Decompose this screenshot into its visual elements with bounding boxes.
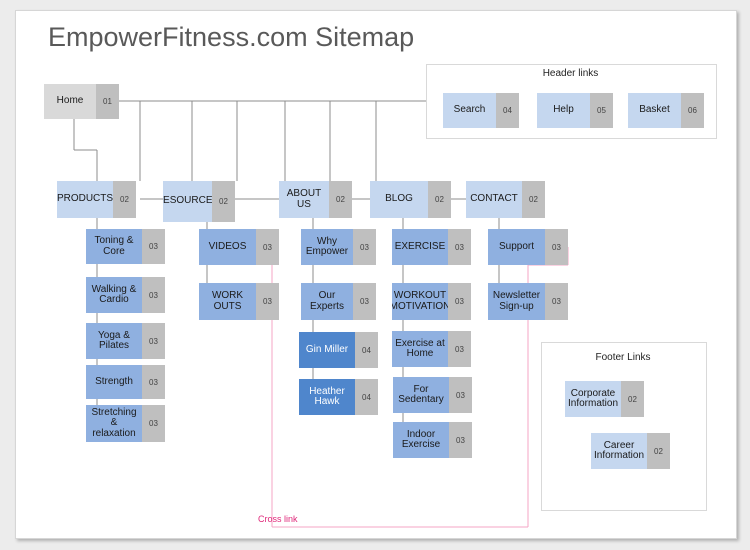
node-stretching-label: Stretching & relaxation: [86, 405, 142, 442]
node-experts-number: 03: [353, 283, 376, 320]
node-corporate-label: Corporate Information: [565, 381, 621, 417]
node-help-number: 05: [590, 93, 613, 128]
node-strength-label: Strength: [86, 365, 142, 399]
node-exercise-label: EXERCISE: [392, 229, 448, 265]
diagram-title: EmpowerFitness.com Sitemap: [48, 22, 415, 52]
node-search-label: Search: [443, 93, 496, 128]
footer-links-group: [541, 342, 707, 511]
node-home-number: 01: [96, 84, 119, 119]
node-basket-label: Basket: [628, 93, 681, 128]
node-toning-label: Toning & Core: [86, 229, 142, 264]
node-sedentary-number: 03: [449, 377, 472, 413]
node-yoga-number: 03: [142, 323, 165, 359]
node-indoor-number: 03: [449, 422, 472, 458]
node-videos-number: 03: [256, 229, 279, 265]
node-why-number: 03: [353, 229, 376, 265]
node-career-label: Career Information: [591, 433, 647, 469]
node-blog-number: 02: [428, 181, 451, 218]
node-newsletter-number: 03: [545, 283, 568, 320]
header-links-title: Header links: [542, 68, 599, 79]
node-heather-label: Heather Hawk: [299, 379, 355, 415]
node-indoor-label: Indoor Exercise: [393, 422, 449, 458]
node-heather-number: 04: [355, 379, 378, 415]
node-help-label: Help: [537, 93, 590, 128]
node-home-label: Home: [44, 84, 96, 119]
node-motivation-number: 03: [448, 283, 471, 320]
node-videos-label: VIDEOS: [199, 229, 256, 265]
node-resources-number: 02: [212, 181, 235, 222]
node-support-number: 03: [545, 229, 568, 265]
node-experts-label: Our Experts: [301, 283, 353, 320]
node-about-label: ABOUT US: [279, 181, 329, 218]
cross-link-label: Cross link: [258, 514, 298, 524]
footer-links-title: Footer Links: [595, 352, 651, 363]
node-resources-label: RESOURCES: [163, 181, 212, 222]
node-walking-number: 03: [142, 277, 165, 313]
node-search-number: 04: [496, 93, 519, 128]
node-newsletter-label: Newsletter Sign-up: [488, 283, 545, 320]
node-corporate-number: 02: [621, 381, 644, 417]
node-stretching-number: 03: [142, 405, 165, 442]
node-about-number: 02: [329, 181, 352, 218]
node-walking-label: Walking & Cardio: [86, 277, 142, 313]
node-products-number: 02: [113, 181, 136, 218]
node-athome-label: Exercise at Home: [392, 331, 448, 367]
node-products-label: PRODUCTS: [57, 181, 113, 218]
node-contact-number: 02: [522, 181, 545, 218]
node-why-label: Why Empower: [301, 229, 353, 265]
node-career-number: 02: [647, 433, 670, 469]
node-resources: RESOURCES02: [163, 181, 235, 222]
node-blog-label: BLOG: [370, 181, 428, 218]
node-gin-number: 04: [355, 332, 378, 368]
node-support-label: Support: [488, 229, 545, 265]
node-exercise-number: 03: [448, 229, 471, 265]
node-strength-number: 03: [142, 365, 165, 399]
node-workouts-label: WORK OUTS: [199, 283, 256, 320]
node-sedentary-label: For Sedentary: [393, 377, 449, 413]
node-motivation-label: WORKOUT MOTIVATION: [392, 283, 448, 320]
node-contact-label: CONTACT: [466, 181, 522, 218]
node-toning-number: 03: [142, 229, 165, 264]
node-athome-number: 03: [448, 331, 471, 367]
node-yoga-label: Yoga & Pilates: [86, 323, 142, 359]
node-basket-number: 06: [681, 93, 704, 128]
node-gin-label: Gin Miller: [299, 332, 355, 368]
node-workouts-number: 03: [256, 283, 279, 320]
